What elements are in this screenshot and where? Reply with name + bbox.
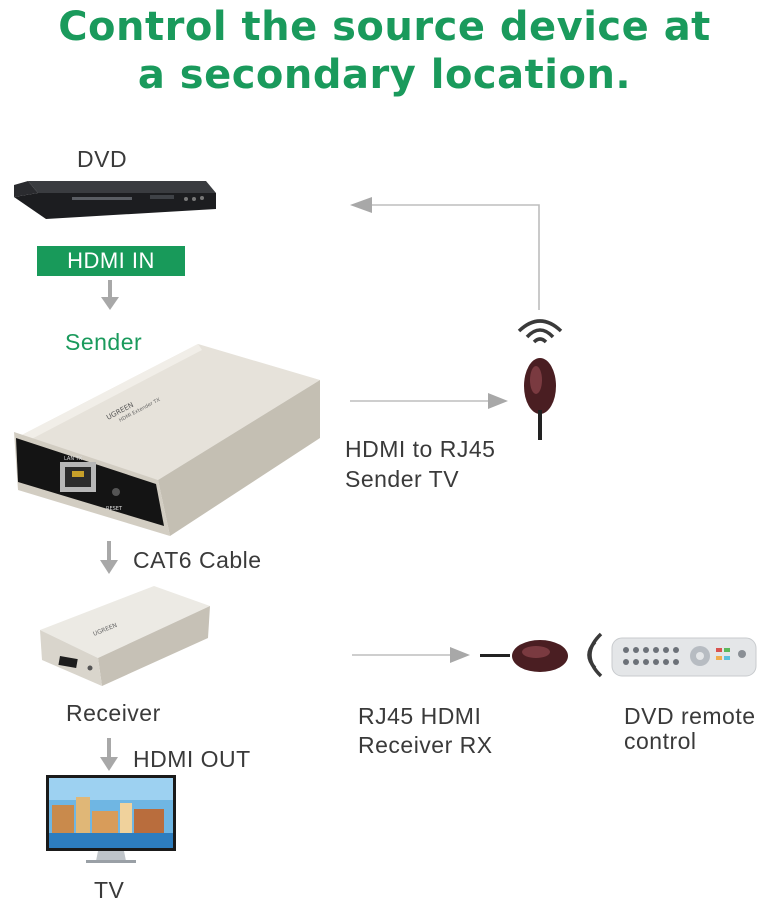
receiver-rx-label-line2: Receiver RX [358,732,493,758]
remote-control-icon [611,637,757,677]
ir-emitter-icon [480,640,568,672]
sender-tv-label-line1: HDMI to RJ45 [345,436,496,462]
hdmi-in-badge: HDMI IN [37,246,185,276]
hdmi-out-label: HDMI OUT [133,746,251,772]
sender-tv-label-line2: Sender TV [345,466,460,492]
sender-arrow-head [488,393,508,409]
wifi-signal-icon [517,319,563,344]
arrow-down-hdmi-out [100,738,118,771]
sender-label: Sender [65,329,143,355]
receiver-rx-label-line1: RJ45 HDMI [358,703,482,729]
tv-label: TV [94,877,125,903]
dvd-player-icon [14,181,216,219]
arrow-down-cat6 [100,541,118,574]
receiver-box-icon: UGREEN [40,586,210,686]
cat6-label: CAT6 Cable [133,547,262,573]
remote-signal-icon [587,632,603,678]
television-icon [46,775,176,863]
sender-port-text: LAN TX [64,456,83,462]
title-line-2: a secondary location. [137,52,632,98]
return-arrow-head [350,197,372,213]
sender-reset-text: RESET [106,506,123,512]
dvd-label: DVD [77,146,128,172]
receiver-label: Receiver [66,700,161,726]
arrow-down-hdmi-in [101,280,119,310]
return-path-line [370,204,540,310]
remote-label-line2: control [624,728,697,754]
sender-box-icon: UGREEN HDMI Extender TX LAN TX RESET [14,344,320,536]
title-line-1: Control the source device at [58,4,711,50]
remote-label-line1: DVD remote [624,703,756,729]
ir-receiver-icon [524,358,556,440]
receiver-arrow-head [450,647,470,663]
